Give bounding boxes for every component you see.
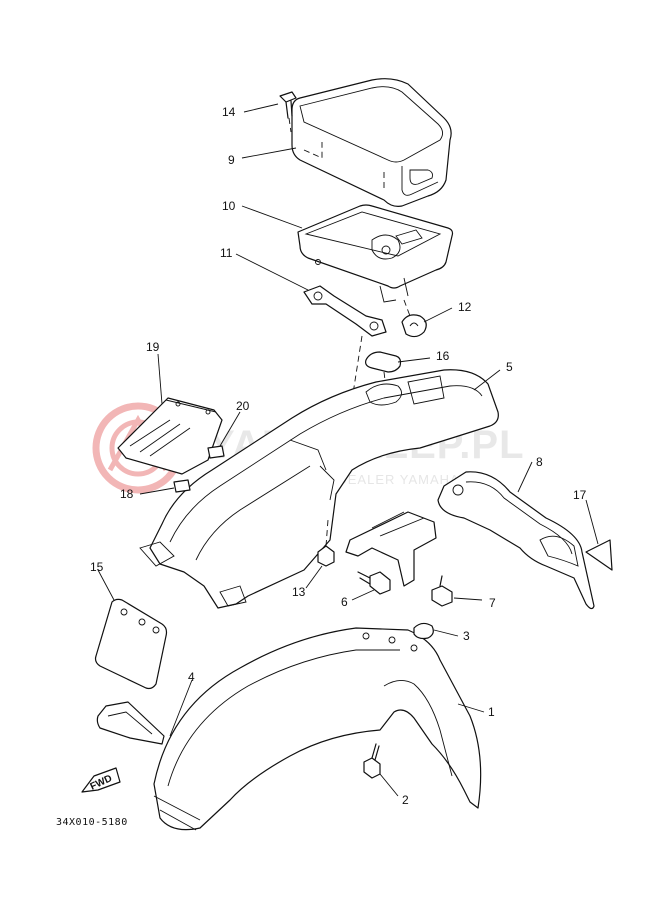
- part-12-grommet: [401, 299, 427, 338]
- callout-6: 6: [341, 595, 348, 609]
- center-bracket: [345, 511, 437, 587]
- part-1-front-fender: [153, 627, 482, 831]
- part-20-tag: [207, 445, 225, 459]
- part-14-screw: [279, 91, 297, 133]
- callout-9: 9: [228, 153, 235, 167]
- callout-14: 14: [222, 105, 236, 119]
- part-19-label: [117, 397, 223, 475]
- callout-12: 12: [458, 300, 472, 314]
- part-6-bolt: [357, 571, 391, 595]
- part-15-mudflap: [94, 598, 168, 690]
- fwd-label: FWD: [89, 773, 114, 793]
- part-3-washer: [413, 622, 434, 640]
- callout-labels: 1 2 3 4 5 6 7 8 9 10 11 12 13 14 15 16 1…: [90, 105, 587, 807]
- part-9-cover: [291, 78, 452, 207]
- callout-19: 19: [146, 340, 160, 354]
- callout-4: 4: [188, 670, 195, 684]
- callout-15: 15: [90, 560, 104, 574]
- part-5-rear-fender: [139, 369, 499, 609]
- callout-1: 1: [488, 705, 495, 719]
- callout-5: 5: [506, 360, 513, 374]
- callout-16: 16: [436, 349, 450, 363]
- callout-2: 2: [402, 793, 409, 807]
- leader-lines: [97, 103, 599, 797]
- callout-18: 18: [120, 487, 134, 501]
- part-17-triangle: [585, 539, 613, 571]
- part-18-tag: [173, 479, 191, 493]
- callout-10: 10: [222, 199, 236, 213]
- callout-20: 20: [236, 399, 250, 413]
- callout-7: 7: [489, 596, 496, 610]
- callout-8: 8: [536, 455, 543, 469]
- part-13-nut: [317, 519, 335, 567]
- part-4-seal: [96, 701, 165, 745]
- part-2-bolt: [363, 743, 381, 779]
- callout-3: 3: [463, 629, 470, 643]
- callout-17: 17: [573, 488, 587, 502]
- callout-11: 11: [220, 246, 233, 260]
- callout-13: 13: [292, 585, 306, 599]
- part-10-tray: [297, 204, 454, 303]
- fwd-arrow-icon: FWD: [81, 767, 121, 793]
- part-7-nut: [431, 575, 453, 607]
- diagram-code: 34X010-5180: [56, 817, 128, 828]
- part-8-stay: [437, 471, 595, 610]
